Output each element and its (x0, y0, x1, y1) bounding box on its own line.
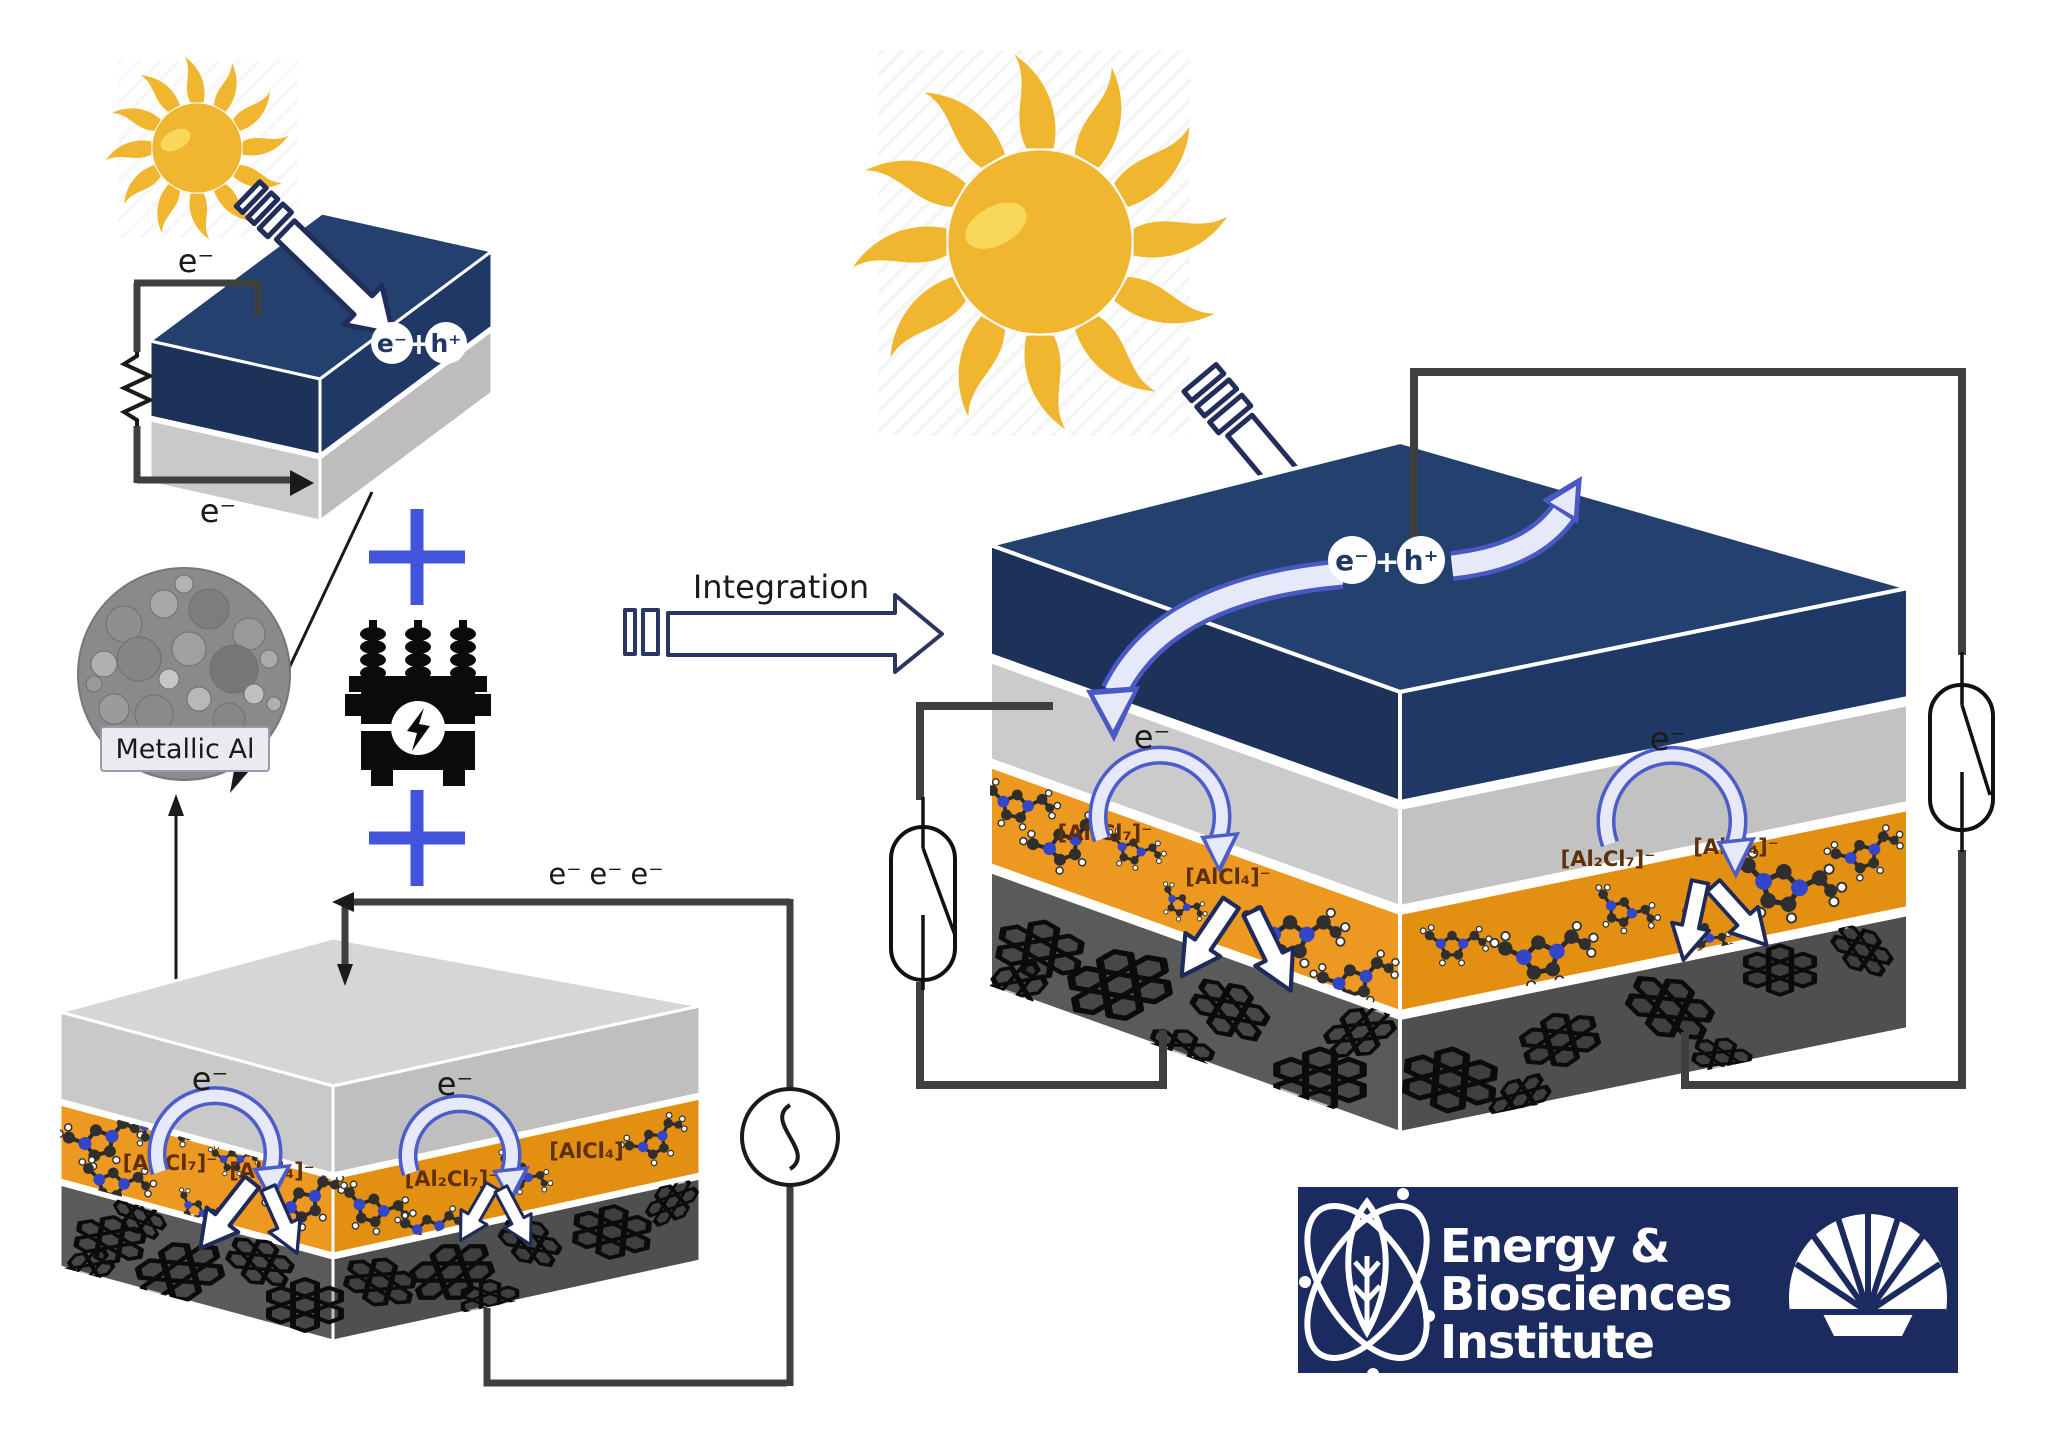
shell-logo-icon (1789, 1214, 1947, 1336)
switch-icon-left (889, 825, 957, 982)
plus-icon-top (369, 509, 465, 605)
logo-banner: Energy & Biosciences Institute (1298, 1187, 1958, 1380)
switch-icon-right (1928, 683, 1995, 832)
integration-label: Integration (693, 568, 869, 606)
electron-arc: e⁻ (398, 1065, 530, 1205)
electron-label: e⁻ (200, 492, 237, 530)
device-circuit-right (1410, 368, 1995, 1089)
metallic-al-label-box (100, 726, 270, 772)
electron-label: e⁻ (1134, 718, 1171, 756)
metallic-al-label: Metallic Al (116, 734, 255, 765)
al2cl7-formula: [Al₂Cl₇]⁻ (1561, 847, 1656, 871)
electron-hole-chip-small: e⁻ + h⁺ (371, 322, 467, 364)
al2cl7-formula: [Al₂Cl₇]⁻ (123, 1151, 218, 1175)
charge-separation-arrow (1086, 476, 1582, 742)
electron-label: e⁻ (192, 1060, 229, 1098)
ebi-logo-icon (1299, 1188, 1435, 1380)
plus-icon-bottom (369, 790, 465, 886)
electron-label: e⁻ (437, 1065, 474, 1103)
electron-arc: e⁻ (147, 1060, 292, 1204)
electron-label: e⁻ (178, 242, 215, 280)
plus-label: + (1374, 545, 1399, 580)
alcl4-formula: [AlCl₄]⁻ (1185, 865, 1271, 889)
electron-hole-chip-large: e⁻ + h⁺ (1328, 536, 1445, 584)
transformer-icon (345, 620, 491, 786)
sunlight-arrow-small (233, 179, 396, 337)
al-source-arrowhead (168, 794, 184, 816)
logo-text-line2: Biosciences (1440, 1267, 1732, 1321)
integrated-device (988, 440, 1910, 1135)
device-circuit-left (889, 702, 1167, 1089)
ac-source-icon (740, 1087, 840, 1187)
integration-arrow: Integration (623, 568, 944, 674)
electron-label: e⁻ (377, 329, 407, 358)
resistor-icon (119, 352, 155, 426)
hole-label: h⁺ (1404, 544, 1439, 577)
logo-text-line1: Energy & (1440, 1219, 1669, 1273)
electron-label: e⁻ (548, 857, 581, 891)
electron-label: e⁻ (1335, 544, 1369, 577)
electron-flow-arrowhead (290, 470, 314, 496)
electron-label: e⁻ (589, 857, 622, 891)
electron-arc: e⁻ (1596, 720, 1756, 879)
electron-label: e⁻ (630, 857, 663, 891)
hole-label: h⁺ (431, 329, 462, 358)
alcl4-formula: [AlCl₄]⁻ (549, 1139, 635, 1163)
solar-cell-circuit: e⁻ e⁻ (119, 242, 314, 530)
electron-label: e⁻ (1650, 720, 1687, 758)
metallic-al-inset: Metallic Al (77, 567, 291, 981)
electron-arc: e⁻ (1088, 718, 1240, 874)
ac-circuit: e⁻ e⁻ e⁻ (332, 857, 840, 1387)
plus-label: + (406, 327, 431, 362)
logo-text-line3: Institute (1440, 1315, 1654, 1369)
solar-cell-small (148, 211, 494, 523)
